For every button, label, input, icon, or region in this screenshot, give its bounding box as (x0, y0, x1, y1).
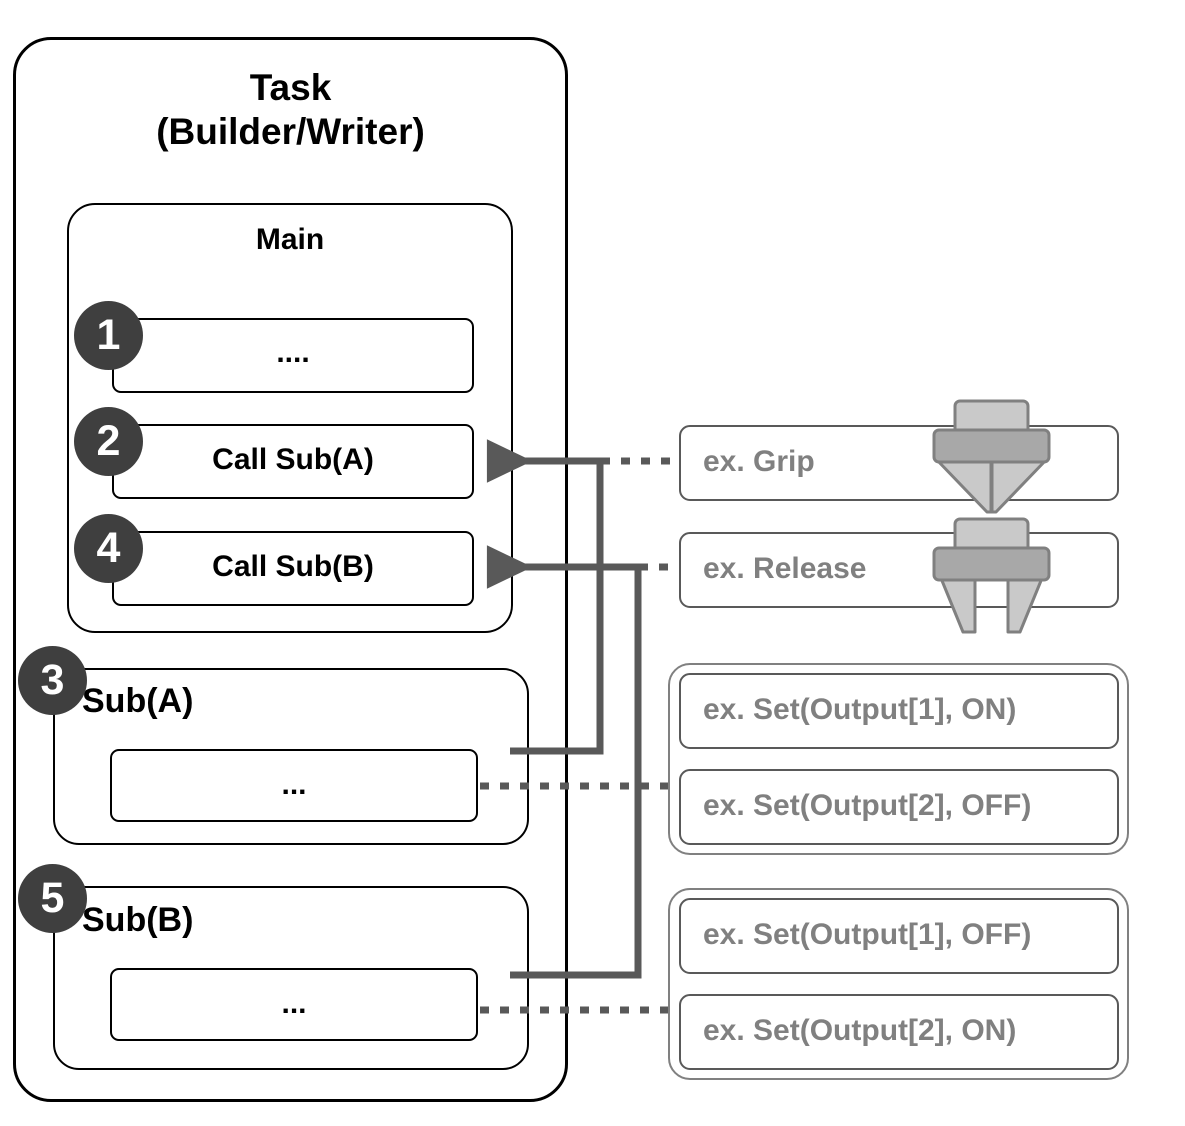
step-badge-2: 2 (74, 407, 143, 476)
example-group-2-item-1-label: ex. Set(Output[1], OFF) (703, 918, 1032, 951)
step-badge-3: 3 (18, 646, 87, 715)
example-group-2-item-2-label: ex. Set(Output[2], ON) (703, 1014, 1017, 1047)
example-group-2 (668, 888, 1129, 1080)
task-title-line1: Task (249, 67, 332, 108)
example-group-2-item-1-box[interactable] (679, 898, 1119, 974)
sub-a-body-box[interactable] (110, 749, 478, 822)
task-title: Task (Builder/Writer) (13, 66, 568, 153)
example-group-1 (668, 663, 1129, 855)
step-badge-5: 5 (18, 864, 87, 933)
sub-b-body-box[interactable] (110, 968, 478, 1041)
sub-a-title: Sub(A) (82, 682, 194, 720)
main-container (67, 203, 513, 633)
example-group-1-item-1-label: ex. Set(Output[1], ON) (703, 693, 1017, 726)
example-group-1-item-1-box[interactable] (679, 673, 1119, 749)
example-grip-label: ex. Grip (703, 445, 815, 478)
main-row-1-label: .... (276, 336, 310, 369)
main-row-3-label: Call Sub(B) (212, 550, 374, 583)
example-group-2-item-2-box[interactable] (679, 994, 1119, 1070)
task-title-line2: (Builder/Writer) (156, 110, 425, 152)
sub-b-body-label: ... (281, 987, 307, 1020)
main-row-2-label: Call Sub(A) (212, 443, 374, 476)
step-badge-4: 4 (74, 514, 143, 583)
main-title: Main (255, 223, 325, 256)
sub-a-body-label: ... (281, 768, 307, 801)
example-group-1-item-2-label: ex. Set(Output[2], OFF) (703, 789, 1032, 822)
step-badge-1: 1 (74, 301, 143, 370)
example-group-1-item-2-box[interactable] (679, 769, 1119, 845)
example-release-label: ex. Release (703, 552, 867, 585)
sub-b-title: Sub(B) (82, 901, 194, 939)
